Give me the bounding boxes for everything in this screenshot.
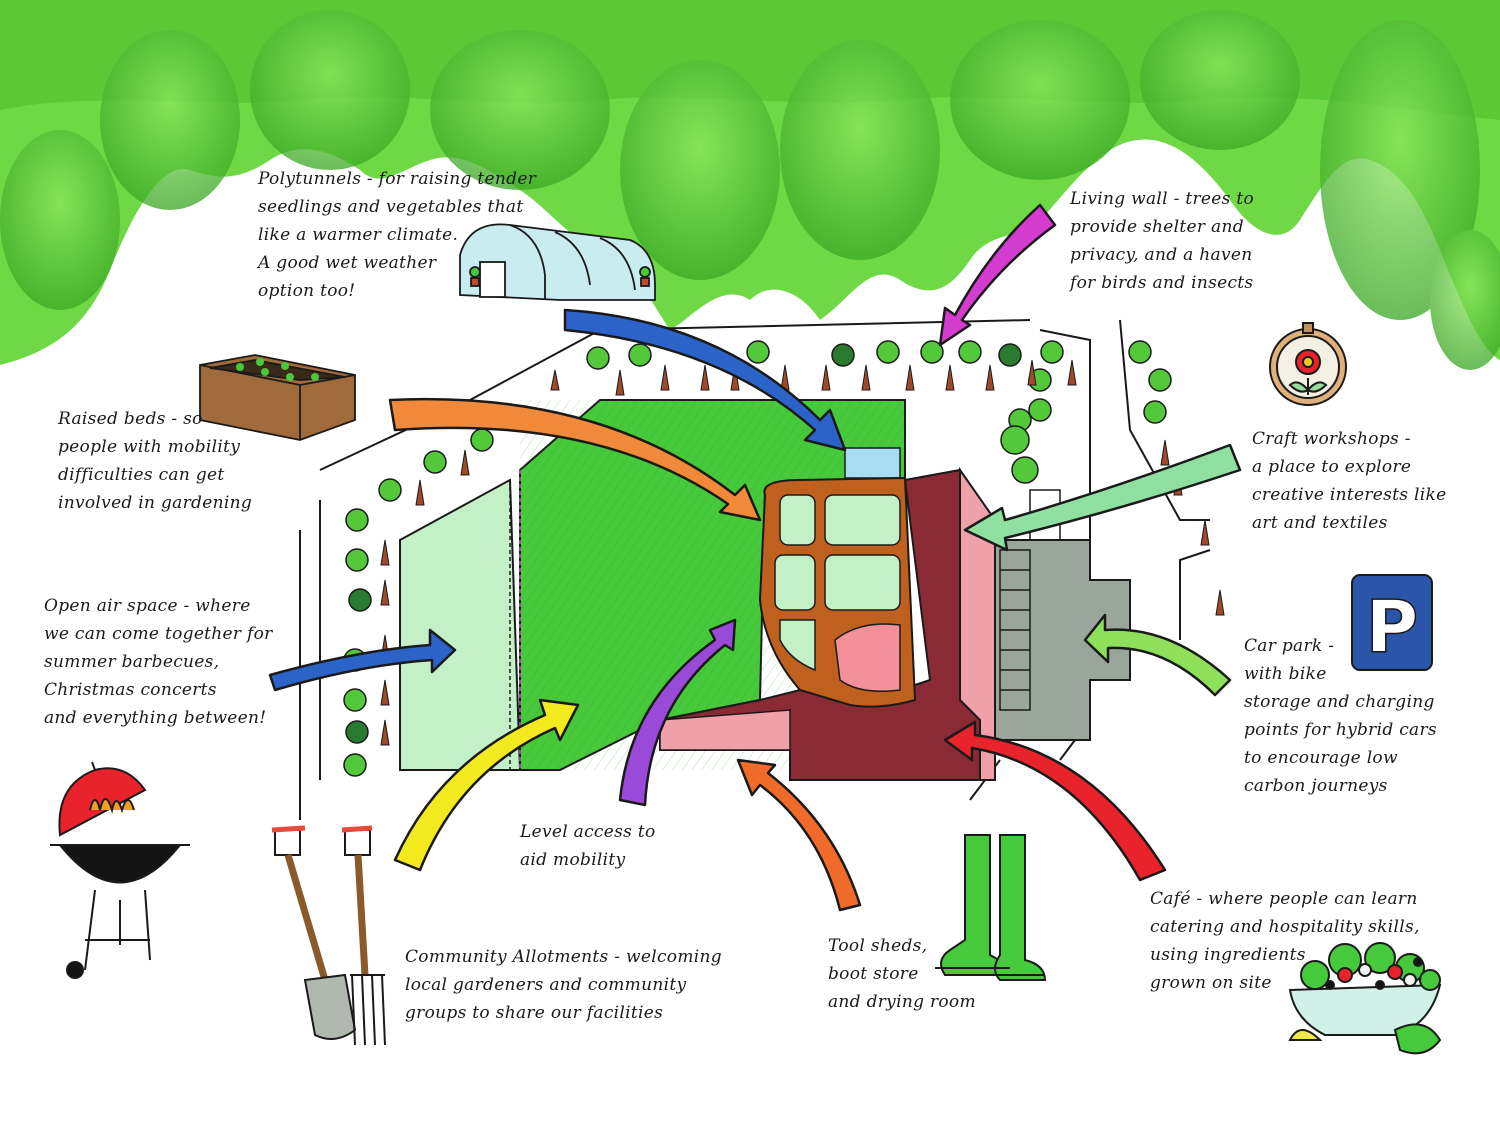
- callout-arrows: [268, 203, 1242, 912]
- leaf-canopy: [0, 0, 1500, 370]
- arrow-living-wall: [938, 203, 1057, 347]
- wellington-boots-icon: [935, 834, 1047, 981]
- arrow-craft: [963, 443, 1242, 552]
- arrow-allotments: [393, 698, 580, 872]
- polytunnel-plot: [844, 447, 901, 479]
- raised-bed-icon: [199, 354, 356, 441]
- tool-sheds-note: Tool sheds, boot store and drying room: [828, 936, 976, 1012]
- arrow-car-park: [1083, 613, 1232, 697]
- craft-hoop-icon: [1269, 322, 1347, 406]
- tree-row: [343, 340, 1225, 777]
- central-garden: [758, 476, 917, 708]
- level-access-note: Level access to aid mobility: [520, 822, 656, 870]
- polytunnels-note: Polytunnels - for raising tender seedlin…: [258, 169, 537, 301]
- cafe-note: Café - where people can learn catering a…: [1150, 889, 1420, 993]
- parking-letter: P: [1366, 585, 1419, 669]
- spade-fork-icon: [271, 825, 386, 1046]
- arrow-open-air: [268, 628, 457, 692]
- arrow-raised-beds: [388, 397, 762, 522]
- parking-bays: [999, 489, 1061, 711]
- polytunnel-icon: [459, 223, 656, 301]
- canopy-leaves: [0, 10, 1500, 370]
- salad-bowl-icon: [1288, 942, 1442, 1055]
- barbecue-icon: [50, 761, 190, 979]
- community-allotments-note: Community Allotments - welcoming local g…: [405, 947, 722, 1023]
- parking-sign-icon: P: [1351, 574, 1433, 671]
- raised-beds-note: Raised beds - so people with mobility di…: [58, 409, 253, 513]
- craft-workshops-note: Craft workshops - a place to explore cre…: [1252, 429, 1447, 533]
- open-air-space: [399, 478, 522, 771]
- open-air-note: Open air space - where we can come toget…: [44, 596, 273, 728]
- arrow-level-access: [618, 618, 737, 807]
- car-park-note: Car park - with bike storage and chargin…: [1244, 636, 1437, 796]
- arrow-tool-sheds: [736, 758, 862, 912]
- living-wall-note: Living wall - trees to provide shelter a…: [1070, 189, 1254, 293]
- arrow-cafe: [943, 720, 1167, 882]
- arrow-polytunnels: [563, 308, 847, 452]
